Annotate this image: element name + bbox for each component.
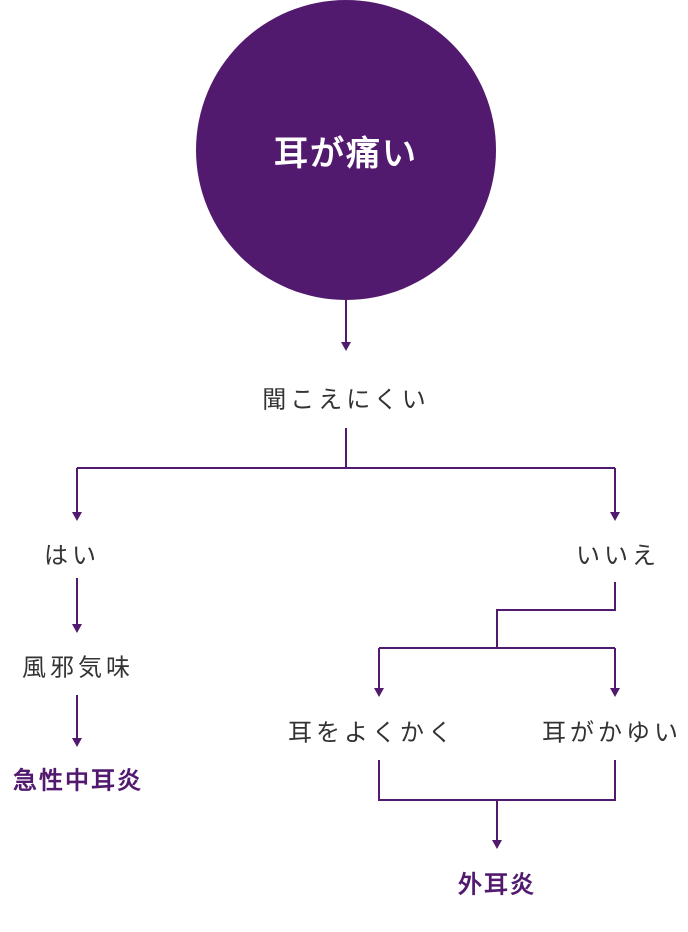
no-label: いいえ [576, 541, 660, 570]
branch-question [76, 428, 616, 512]
yes-label: はい [44, 541, 100, 570]
yes-result-label: 急性中耳炎 [13, 766, 143, 795]
merge-to-result [378, 760, 616, 840]
root-label: 耳が痛い [274, 133, 418, 174]
no-option-2-label: 耳がかゆい [542, 718, 682, 747]
yes-symptom-label: 風邪気味 [22, 653, 134, 682]
root-node: 耳が痛い [196, 0, 496, 300]
no-option-1-label: 耳をよくかく [288, 718, 456, 747]
branch-no [378, 582, 616, 688]
no-result-label: 外耳炎 [458, 870, 536, 899]
question-label: 聞こえにくい [262, 385, 430, 414]
